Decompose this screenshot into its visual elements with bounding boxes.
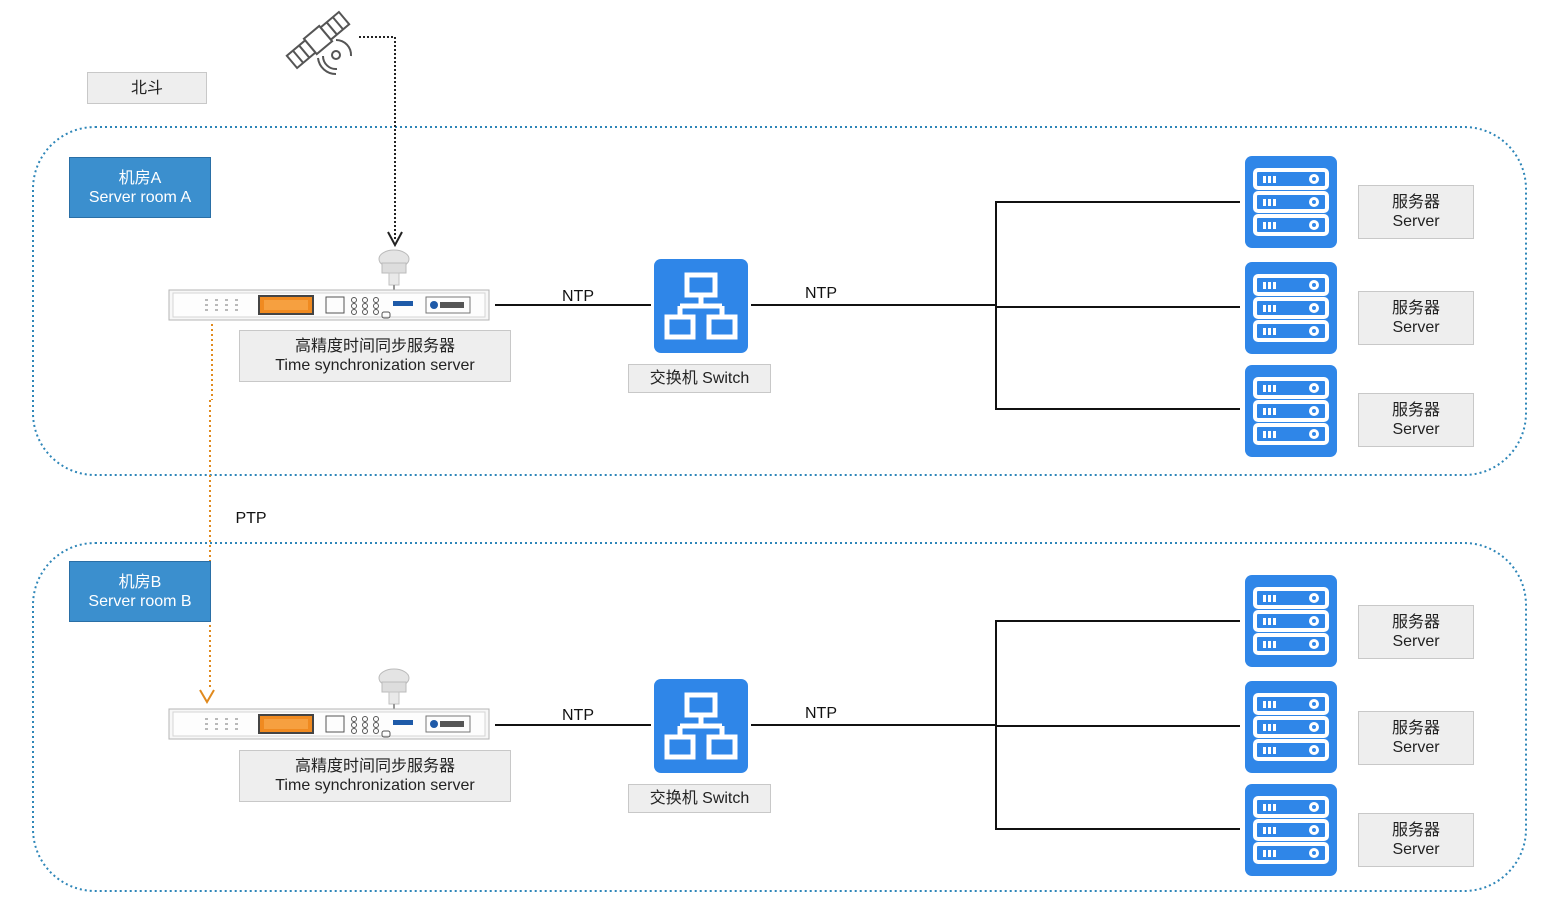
gps-antenna-icon	[378, 668, 410, 711]
ntp-label-b-left: NTP	[562, 706, 594, 724]
beidou-signal-line	[359, 36, 396, 240]
server-icon	[1243, 573, 1339, 669]
server-label: 服务器 Server	[1358, 291, 1474, 345]
room-a-badge: 机房A Server room A	[69, 157, 211, 218]
room-b-name-en: Server room B	[88, 592, 192, 610]
arrow-down-icon	[387, 231, 403, 248]
server-label: 服务器 Server	[1358, 393, 1474, 447]
time-server-label-b: 高精度时间同步服务器 Time synchronization server	[239, 750, 511, 802]
time-sync-server-device-b	[168, 708, 490, 740]
server-room-b-boundary	[32, 542, 1527, 892]
server-room-a-boundary	[32, 126, 1527, 476]
room-b-name-zh: 机房B	[118, 573, 162, 591]
switch-icon-b	[654, 679, 748, 773]
server-icon	[1243, 679, 1339, 775]
switch-label-b: 交换机 Switch	[628, 784, 771, 813]
room-a-name-en: Server room A	[88, 188, 192, 206]
server-icon	[1243, 363, 1339, 459]
arrow-down-icon	[199, 689, 215, 704]
room-a-links	[495, 201, 1240, 410]
server-label: 服务器 Server	[1358, 605, 1474, 659]
server-icon	[1243, 260, 1339, 356]
gps-antenna-icon	[378, 249, 410, 292]
server-label: 服务器 Server	[1358, 813, 1474, 867]
time-server-label-a: 高精度时间同步服务器 Time synchronization server	[239, 330, 511, 382]
ptp-label: PTP	[235, 509, 267, 527]
server-label: 服务器 Server	[1358, 711, 1474, 765]
satellite-icon	[285, 10, 351, 70]
satellite-signal-icon	[317, 38, 353, 76]
room-a-name-zh: 机房A	[118, 169, 162, 187]
time-sync-server-device-a	[168, 289, 490, 321]
room-b-badge: 机房B Server room B	[69, 561, 211, 622]
server-label: 服务器 Server	[1358, 185, 1474, 239]
switch-label-a: 交换机 Switch	[628, 364, 771, 393]
ntp-label-a-right: NTP	[805, 284, 837, 302]
switch-icon-a	[654, 259, 748, 353]
ntp-label-a-left: NTP	[562, 287, 594, 305]
server-icon	[1243, 782, 1339, 878]
ptp-link-line	[209, 324, 213, 690]
beidou-label: 北斗	[87, 72, 207, 104]
ntp-label-b-right: NTP	[805, 704, 837, 722]
server-icon	[1243, 154, 1339, 250]
room-b-links	[495, 620, 1240, 830]
